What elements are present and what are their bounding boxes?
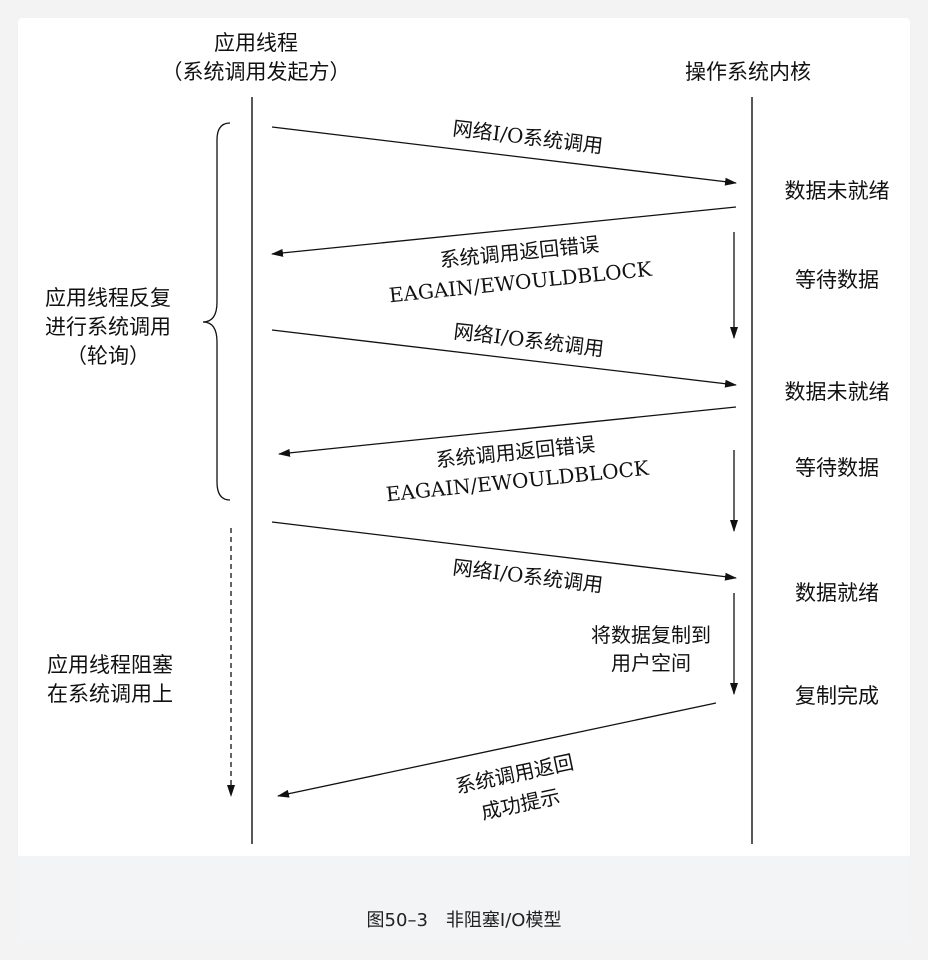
figure-card: [18, 18, 910, 942]
error-arrow-1: [271, 206, 737, 257]
caption-bar: [18, 856, 910, 942]
call-arrow-2: [271, 329, 737, 388]
polling-brace: [202, 122, 231, 501]
kernel-state-6: 复制完成: [795, 684, 879, 708]
kernel-title: 操作系统内核: [685, 60, 811, 84]
error-arrow-2: [278, 406, 737, 457]
figure-caption: 图50–3 非阻塞I/O模型: [367, 910, 562, 931]
error-code-1: EAGAIN/EWOULDBLOCK: [388, 257, 654, 308]
polling-label-line-3: （轮询）: [66, 344, 150, 368]
app-thread-title: 应用线程: [214, 31, 298, 55]
kernel-state-3: 数据未就绪: [785, 380, 890, 404]
kernel-state-1: 数据未就绪: [785, 179, 890, 203]
kernel-state-2: 等待数据: [795, 268, 879, 292]
copy-label-line-2: 用户空间: [611, 651, 691, 675]
return-arrow: [277, 702, 717, 798]
polling-label-line-1: 应用线程反复: [45, 286, 171, 310]
kernel-state-4: 等待数据: [795, 456, 879, 480]
call-label-3: 网络I/O系统调用: [451, 555, 604, 597]
copy-label-line-1: 将数据复制到: [591, 623, 711, 647]
kernel-state-5: 数据就绪: [795, 581, 879, 605]
app-thread-subtitle: （系统调用发起方）: [162, 60, 351, 84]
blocking-label-line-2: 在系统调用上: [47, 682, 173, 706]
blocking-label-line-1: 应用线程阻塞: [47, 653, 173, 677]
call-arrow-1: [271, 126, 737, 186]
polling-label-line-2: 进行系统调用: [45, 315, 171, 339]
call-arrow-3: [271, 521, 737, 581]
